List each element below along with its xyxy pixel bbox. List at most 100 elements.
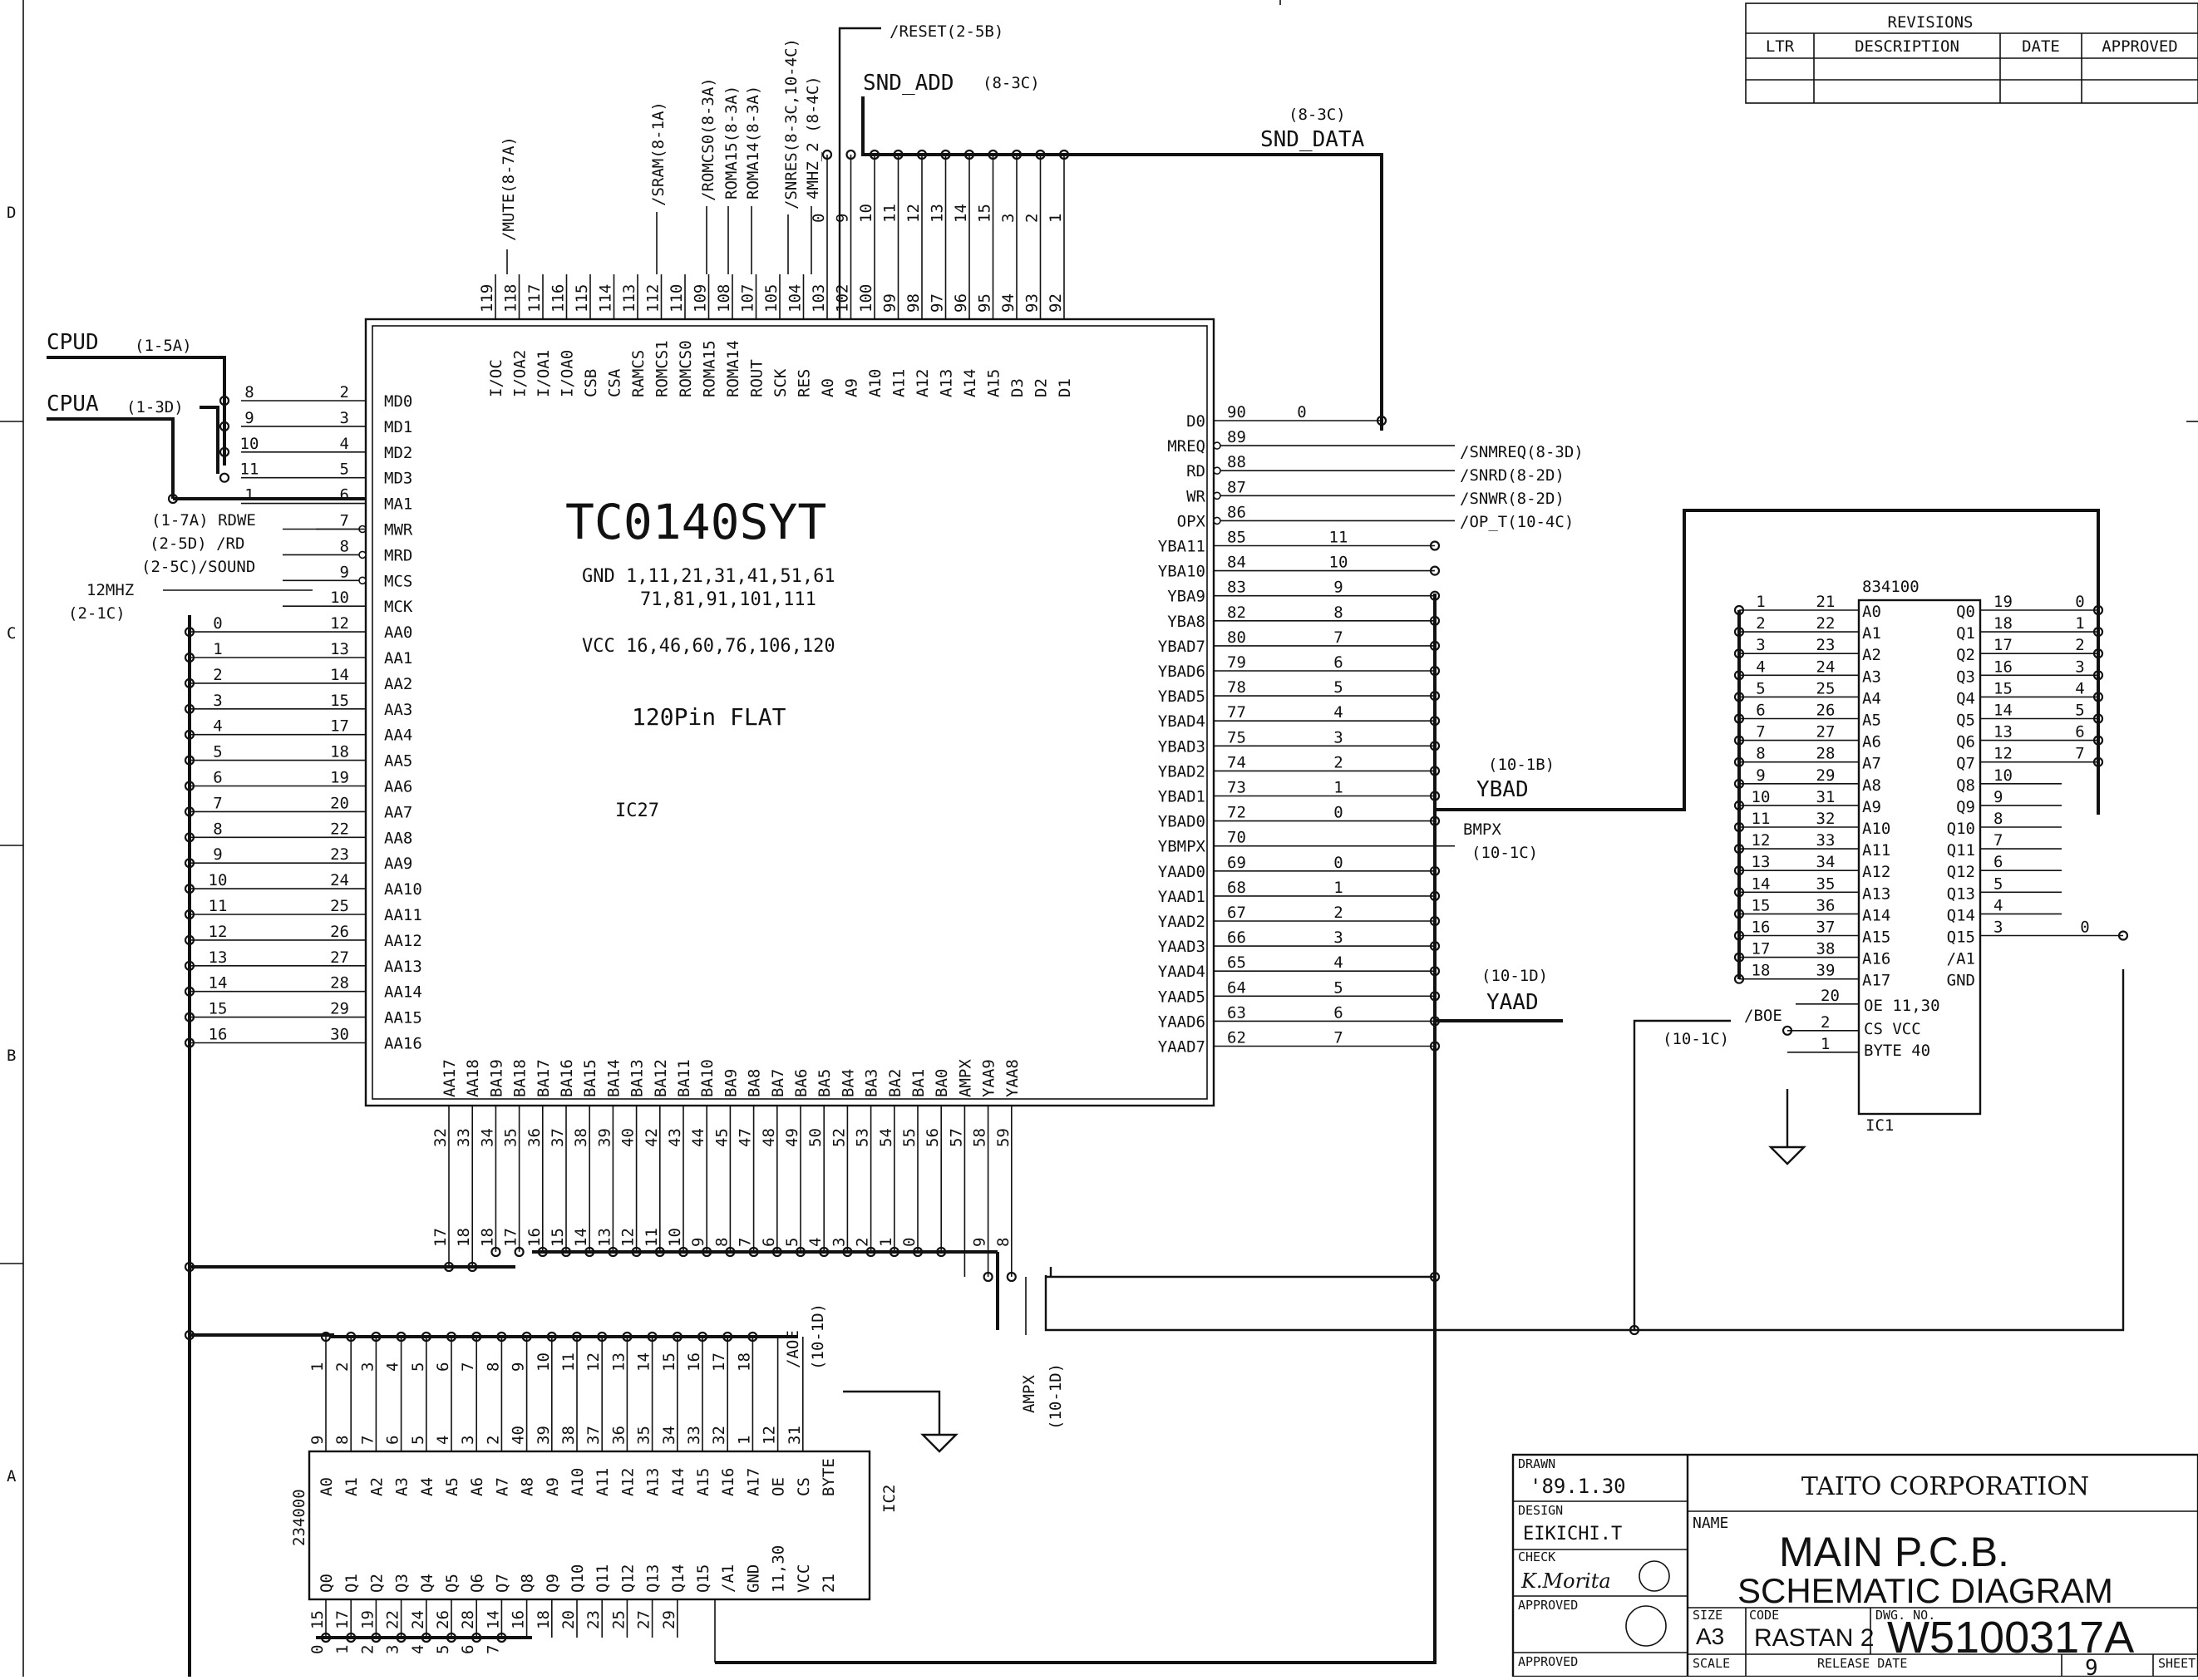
ic27-top-pin-number: 100 (857, 284, 875, 313)
ic27-right-pin-name: YBA8 (1167, 613, 1205, 631)
ic2-bottom-pin-bus-index: 7 (484, 1645, 502, 1654)
ic2-data-pin-name: Q15 (694, 1564, 712, 1593)
ic27-right-pin-bus-index: 1 (1333, 879, 1343, 897)
ic2-data-pin-name: Q13 (644, 1564, 663, 1593)
ic27-bottom-pin-bus-index: 1 (877, 1238, 895, 1247)
ic27-top-pin-number: 109 (692, 284, 710, 313)
ic2-bottom-pin-number: 24 (409, 1610, 427, 1629)
ic27-bottom-pin-name: AMPX (956, 1059, 974, 1097)
ic27-bottom-pin-bus-index: 3 (830, 1238, 848, 1247)
ic2-data-pin-name: 21 (820, 1574, 838, 1593)
ic27-bottom-pin-name: BA4 (839, 1069, 857, 1097)
ic1-address-pin-name: A15 (1862, 929, 1890, 947)
revisions-header-approved: APPROVED (2102, 37, 2178, 56)
yaad-ref: (10-1D) (1481, 967, 1548, 985)
ic1-data-pin-name: Q5 (1956, 712, 1975, 730)
ic1-data-pin-name: Q8 (1956, 776, 1975, 795)
ic1-address-bus-index: 9 (1756, 766, 1765, 785)
ic1-address-pin-name: A10 (1862, 820, 1890, 838)
ic27-top-pin-number: 105 (762, 284, 781, 313)
ic27-left-pin-bus-index: 3 (213, 692, 222, 710)
ic27-right-pin-number: 80 (1227, 628, 1246, 647)
ic2-part-number: 234000 (290, 1489, 308, 1546)
ic27-top-pin-bus-index: 0 (810, 214, 828, 223)
ic1-address-pin-name: A0 (1862, 603, 1881, 621)
ic27-bottom-pin-name: BA0 (933, 1069, 951, 1097)
ic2-aoe-ref: (10-1D) (809, 1303, 827, 1370)
ic27-right-pin-bus-index: 6 (1333, 1003, 1343, 1022)
ic27-left-pin-number: 26 (330, 923, 349, 941)
ic2-top-pin-number: 40 (510, 1426, 528, 1445)
signal-sound: (2-5C)/SOUND (141, 558, 255, 576)
ic2-data-pin-name: Q7 (493, 1574, 511, 1593)
ic27-right-pin-number: 67 (1227, 904, 1246, 922)
ic27-top-pin-name: A12 (914, 369, 932, 397)
ic27-top-pin-number: 102 (834, 284, 852, 313)
ic2-top-pin-bus-index: 11 (559, 1352, 578, 1372)
ic27-right-pin-name: OPX (1177, 512, 1206, 530)
ic27-right-pin-name: YAAD6 (1158, 1012, 1205, 1031)
ic27-left-pin-number: 28 (330, 974, 349, 993)
ic2-bottom-pin-number: 20 (559, 1610, 578, 1629)
ic27-bottom-pin-number: 38 (572, 1128, 590, 1147)
yaad-label: YAAD (1486, 990, 1539, 1015)
ic2-data-pin-name: Q6 (468, 1574, 486, 1593)
ic2-top-pin-number: 31 (786, 1426, 804, 1445)
ic27-part-number: TC0140SYT (565, 494, 826, 550)
ic27-right-pin-number: 64 (1227, 978, 1246, 997)
ic27-top-pin-name: A10 (866, 369, 885, 397)
ic1-address-pin-name: A12 (1862, 863, 1890, 881)
drawing-code: RASTAN 2 (1754, 1624, 1874, 1652)
snd-add-label: SND_ADD (863, 71, 954, 96)
ic2-address-pin-name: A10 (569, 1468, 587, 1496)
ic27-left-pin-number: 10 (330, 589, 349, 607)
ic27-bottom-pin-bus-index: 11 (643, 1228, 661, 1247)
ic27-gnd-pins-2: 71,81,91,101,111 (640, 589, 816, 610)
ic27-left-pin-number: 27 (330, 948, 349, 967)
ic27-top-pin-name: I/OA1 (535, 350, 553, 397)
ic1-address-bus-index: 1 (1756, 593, 1765, 611)
ic2-top-pin-number: 2 (484, 1436, 502, 1445)
scale-label: SCALE (1693, 1656, 1730, 1671)
ic1-address-pin-name: A11 (1862, 841, 1890, 860)
ic27-left-pin-bus-index: 8 (244, 383, 254, 402)
ic2-bottom-pin-bus-index: 6 (459, 1645, 477, 1654)
ic2-data-pin-name: Q14 (669, 1564, 687, 1593)
ic2-data-pin-name: Q5 (443, 1574, 461, 1593)
ic2-top-pin-bus-index: 5 (409, 1362, 427, 1372)
ic1-boe-label: /BOE (1744, 1007, 1782, 1025)
ic27-top-pin-number: 93 (1023, 293, 1042, 313)
ic27-top-pin-name: A15 (985, 369, 1003, 397)
ic27-bottom-pin-bus-index: 17 (502, 1228, 520, 1247)
approved2-label: APPROVED (1518, 1654, 1578, 1669)
ic27-left-pin-bus-index: 11 (240, 461, 259, 479)
ic27-top-pin-name: A9 (843, 378, 861, 397)
ic2-top-pin-number: 33 (685, 1426, 703, 1445)
ic27-bottom-pin-name: YAA8 (1003, 1059, 1022, 1097)
ic27-right-pin-bus-index: 0 (1333, 804, 1343, 822)
ic1-address-bus-index: 16 (1752, 919, 1771, 937)
signal-roma15: ROMA15(8-3A) (722, 86, 741, 200)
ic2-top-pin-bus-index: 2 (333, 1362, 352, 1372)
signal-rdwe: (1-7A) RDWE (151, 511, 256, 530)
ic27-left-pin-bus-index: 8 (213, 820, 222, 838)
ic27-right-pin-number: 84 (1227, 554, 1246, 572)
ic2-bottom-pin-bus-index: 1 (333, 1645, 352, 1654)
ic2-top-pin-bus-index: 14 (635, 1352, 653, 1372)
ic27-right-pin-number: 68 (1227, 879, 1246, 897)
ic27-left-pin-bus-index: 4 (213, 717, 222, 736)
ic2-bottom-pin-number: 14 (484, 1610, 502, 1629)
ic2-top-pin-number: 39 (535, 1426, 553, 1445)
ic27-top-pin-number: 103 (810, 284, 828, 313)
top-signal-labels: /MUTE(8-7A) /SRAM(8-1A) /ROMCS0(8-3A) RO… (500, 38, 822, 274)
ic1-data-pin-name: Q2 (1956, 646, 1975, 664)
ic1-data-pin-name: /A1 (1947, 950, 1975, 968)
ic27-right-pin-bus-index: 4 (1333, 703, 1343, 722)
ic2-address-pin-name: A12 (618, 1468, 637, 1496)
ic1-data-pin-name: Q6 (1956, 733, 1975, 751)
ic27-ref: IC27 (615, 801, 659, 821)
ic1-byte-pin-number: 1 (1821, 1035, 1830, 1053)
ic27-right-pin-name: D0 (1186, 412, 1205, 431)
ic27-top-pin-name: ROUT (748, 359, 766, 397)
